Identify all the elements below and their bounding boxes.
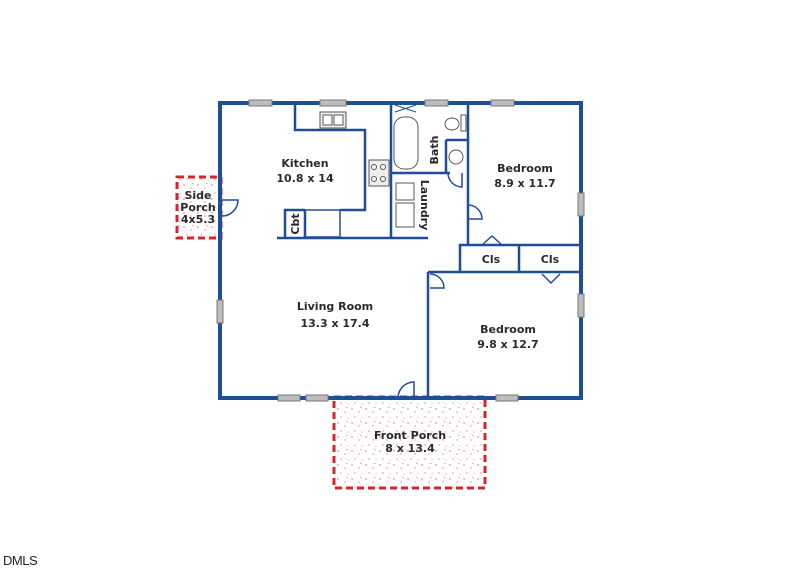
living-room-name: Living Room <box>297 300 373 313</box>
room-labels: Kitchen 10.8 x 14 Bedroom 8.9 x 11.7 Liv… <box>180 136 559 455</box>
front-porch-dims: 8 x 13.4 <box>385 442 435 455</box>
watermark: DMLS <box>3 553 38 568</box>
cbt-label: Cbt <box>289 213 302 234</box>
bath-label: Bath <box>428 136 441 165</box>
closet1-label: Cls <box>482 253 501 266</box>
side-porch <box>175 175 223 240</box>
bedroom1-dims: 8.9 x 11.7 <box>494 177 555 190</box>
windows <box>216 99 585 402</box>
interior-walls <box>277 103 583 398</box>
fixtures <box>319 104 467 228</box>
living-room-dims: 13.3 x 17.4 <box>300 317 369 330</box>
side-porch-name2: Porch <box>180 201 215 214</box>
front-porch <box>332 395 487 490</box>
laundry-label: Laundry <box>418 180 431 231</box>
bedroom2-dims: 9.8 x 12.7 <box>477 338 538 351</box>
doors <box>221 172 561 399</box>
bedroom1-name: Bedroom <box>497 162 553 175</box>
side-porch-name: Side <box>184 189 211 202</box>
front-porch-name: Front Porch <box>374 429 446 442</box>
bedroom2-name: Bedroom <box>480 323 536 336</box>
kitchen-name: Kitchen <box>281 157 328 170</box>
kitchen-dims: 10.8 x 14 <box>276 172 334 185</box>
closet2-label: Cls <box>541 253 560 266</box>
side-porch-dims: 4x5.3 <box>181 213 215 226</box>
